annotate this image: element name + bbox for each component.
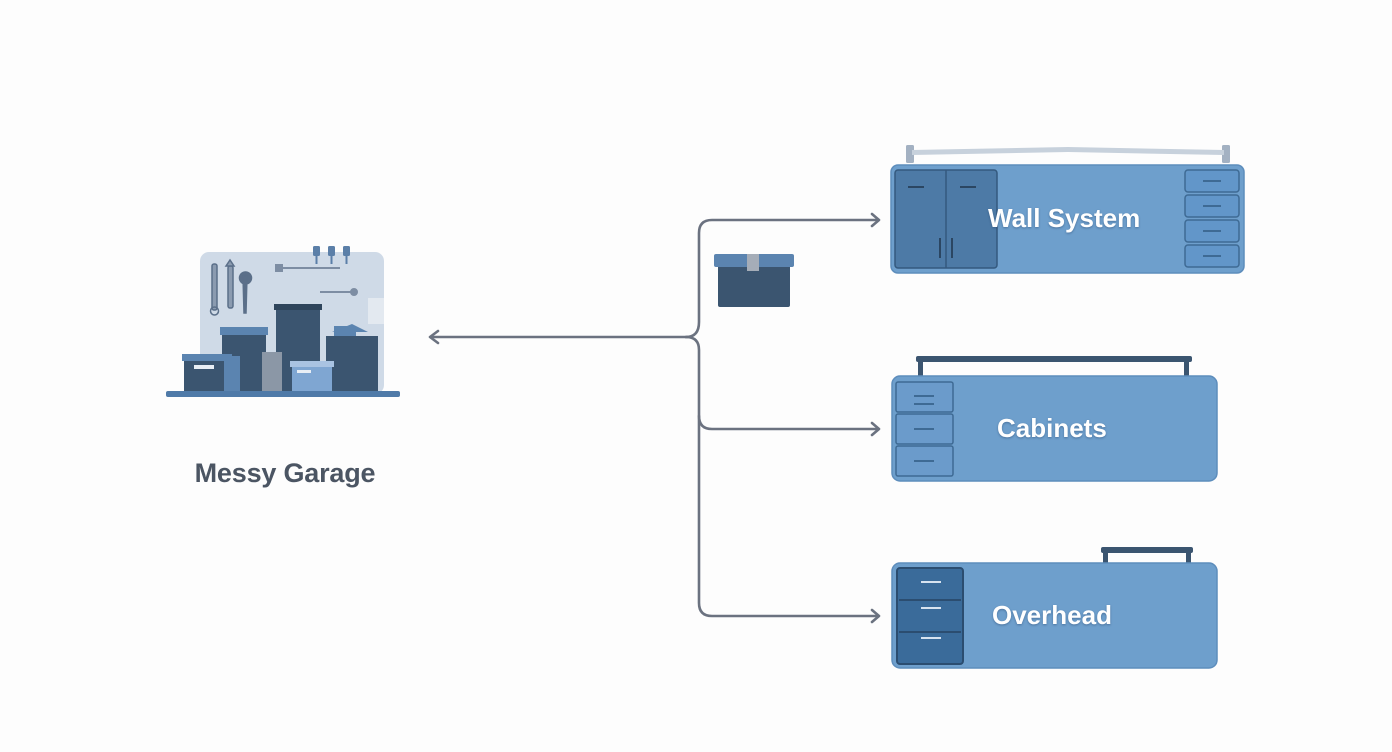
drawer-stack-icon	[1184, 169, 1240, 268]
messy-garage-label: Messy Garage	[194, 458, 376, 488]
storage-boxes-icon	[182, 304, 378, 392]
shelf-base	[166, 391, 400, 397]
rail-icon	[1101, 547, 1193, 564]
branch-wall-system	[684, 218, 880, 339]
wall-system-label: Wall System	[988, 203, 1141, 233]
tools-icon	[209, 258, 253, 316]
rail-icon	[906, 145, 1230, 163]
connectors	[428, 212, 881, 624]
cabinets-option	[891, 356, 1218, 482]
overhead-option	[891, 547, 1218, 669]
drawer-stack-icon	[895, 381, 954, 477]
arrowhead-cabinets	[870, 421, 881, 437]
branch-overhead	[697, 414, 880, 618]
wall-system-option	[890, 145, 1245, 274]
hooks-icon	[313, 246, 350, 264]
cabinets-panel	[891, 375, 1218, 482]
overhead-label: Overhead	[992, 600, 1112, 630]
arrowhead-wall	[870, 212, 881, 228]
arrowhead-left	[428, 329, 440, 345]
toolbox-icon	[714, 254, 794, 307]
garage-clutter-icon	[166, 246, 400, 397]
drawer-stack-icon	[896, 567, 964, 665]
cabinets-label: Cabinets	[997, 413, 1107, 443]
branch-cabinets	[684, 335, 880, 431]
locker-icon	[894, 169, 998, 269]
overhead-panel	[891, 562, 1218, 669]
arrowhead-overhead	[870, 608, 881, 624]
rail-icon	[916, 356, 1192, 376]
